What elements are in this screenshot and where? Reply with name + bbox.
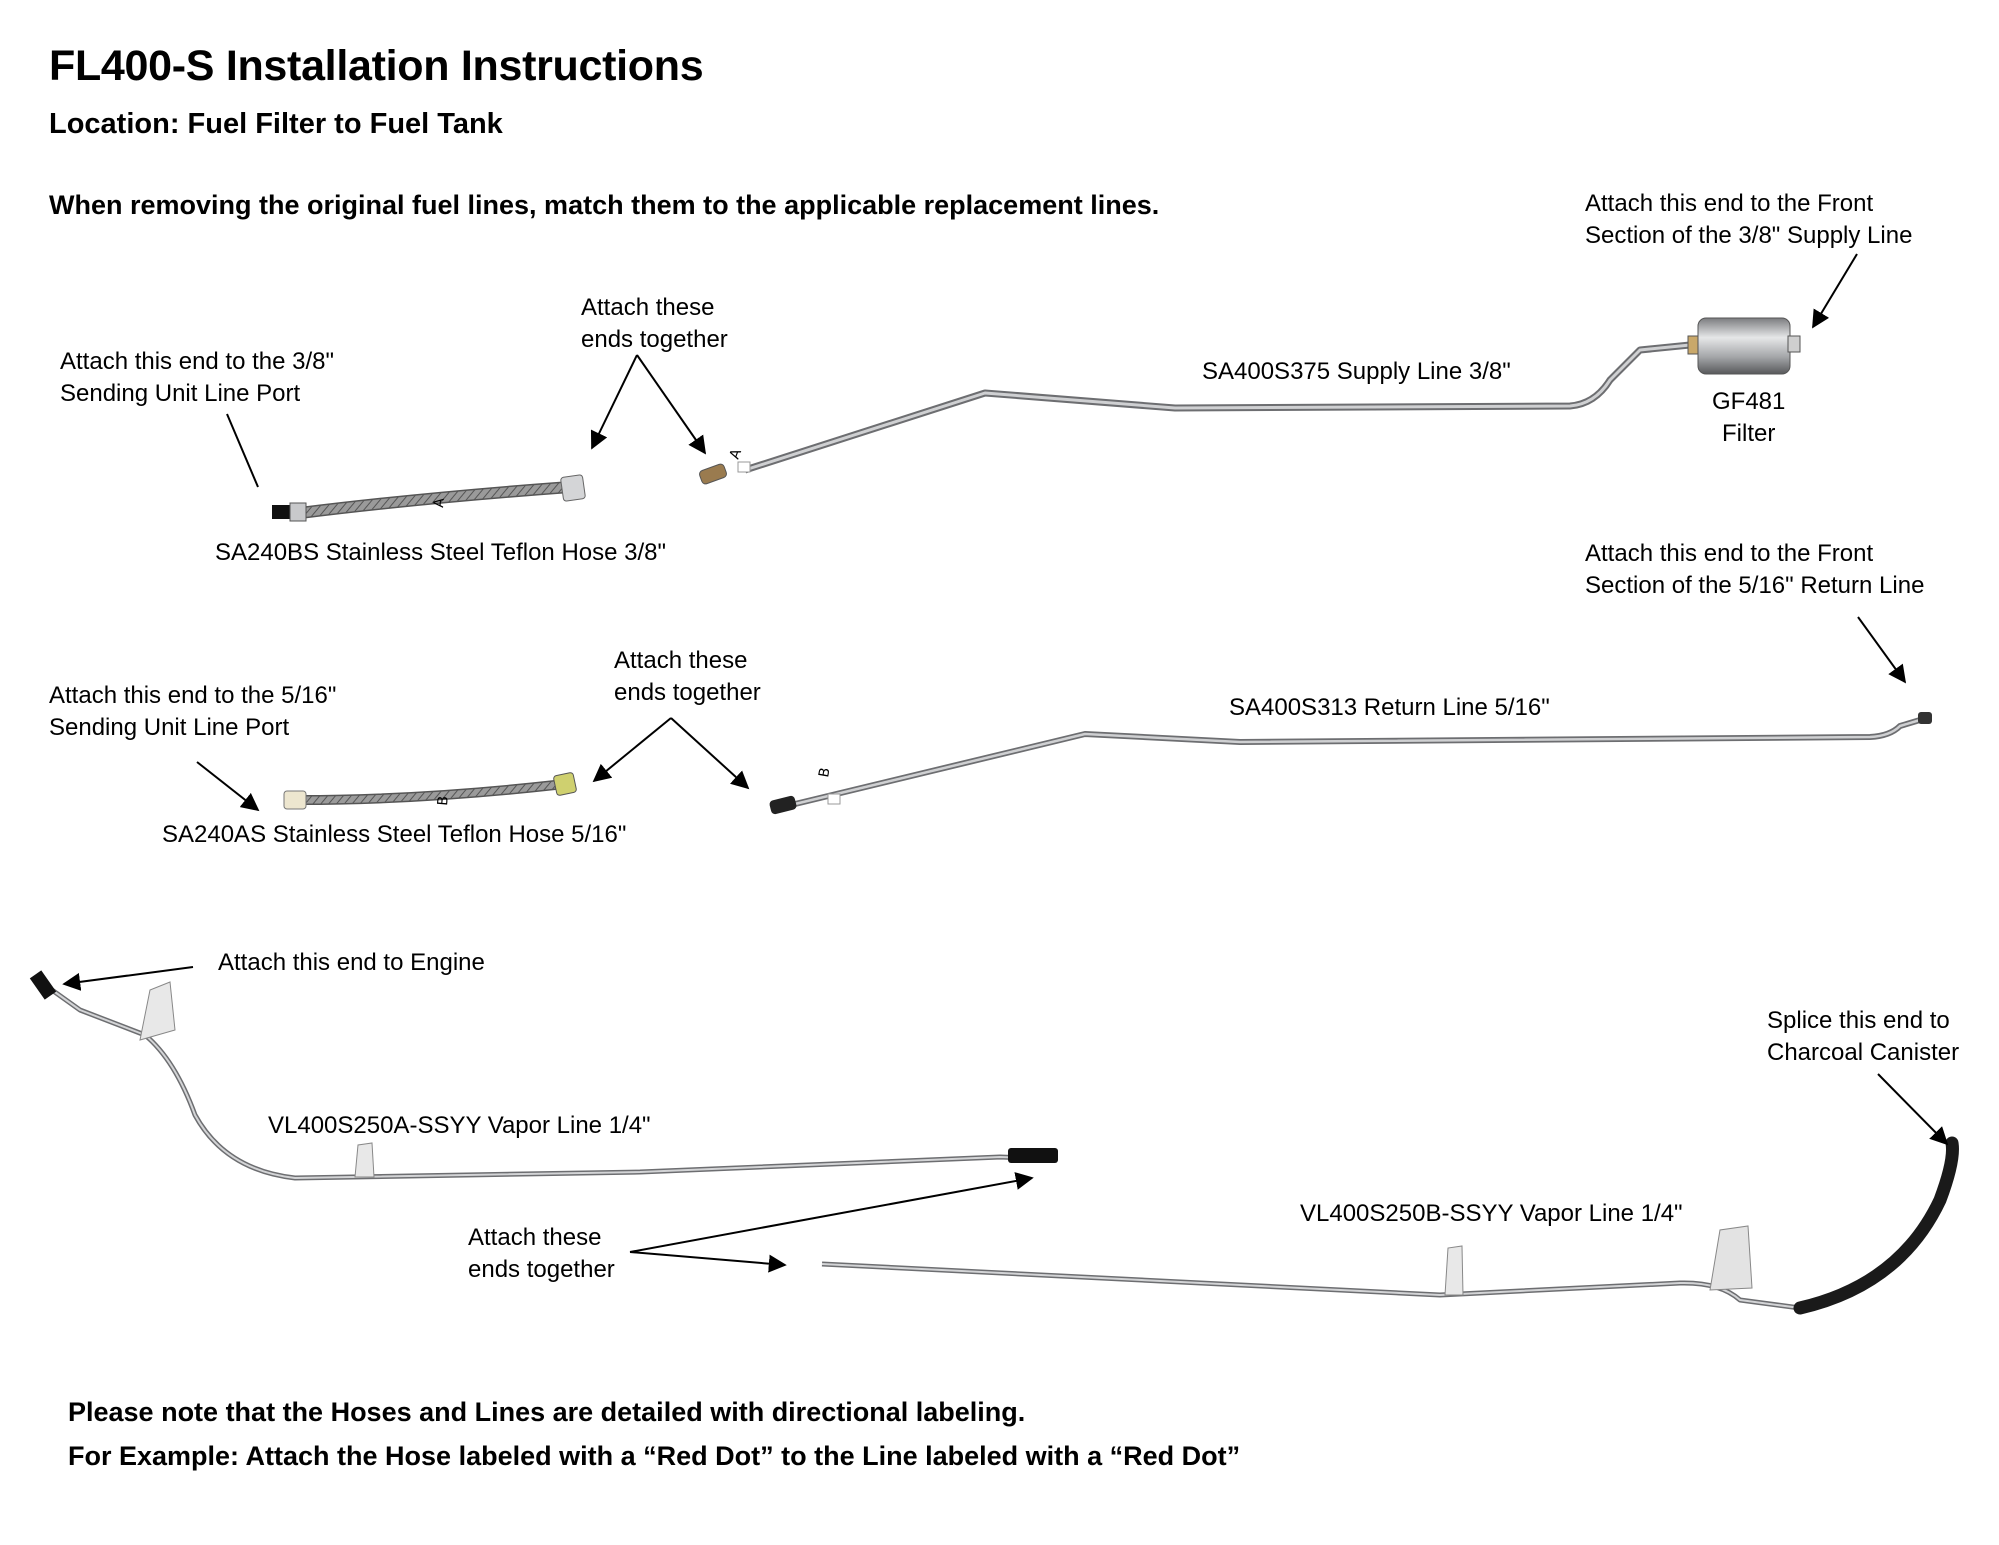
vapor-line-a bbox=[29, 970, 1058, 1181]
supply-hose-mark: A bbox=[431, 497, 448, 508]
hose-fitting-silver bbox=[289, 502, 307, 522]
return-line-tag bbox=[827, 793, 841, 805]
return-hose-fitting-left bbox=[283, 790, 307, 810]
vapor-line-b-label: VL400S250B-SSYY Vapor Line 1/4" bbox=[1300, 1200, 1683, 1227]
return-hose-label: SA240AS Stainless Steel Teflon Hose 5/16… bbox=[162, 821, 627, 848]
return-hose bbox=[283, 772, 577, 810]
supply-front-arrow bbox=[1812, 253, 1858, 329]
return-hose-fitting-right bbox=[553, 772, 577, 796]
vapor-a-clip-top bbox=[139, 981, 176, 1041]
supply-join-note: Attach these ends together bbox=[581, 294, 728, 353]
charcoal-hose bbox=[1793, 1136, 1959, 1315]
vapor-line-b bbox=[821, 1136, 1959, 1315]
location-subtitle: Location: Fuel Filter to Fuel Tank bbox=[49, 108, 503, 140]
return-line-nut bbox=[769, 795, 797, 815]
return-join-arrow-left bbox=[592, 717, 672, 783]
vapor-b-clip-bracket bbox=[1709, 1225, 1753, 1291]
engine-arrow bbox=[62, 966, 194, 991]
return-line-label: SA400S313 Return Line 5/16" bbox=[1229, 694, 1550, 721]
canister-note: Splice this end to Charcoal Canister bbox=[1767, 1007, 1960, 1066]
supply-line-label: SA400S375 Supply Line 3/8" bbox=[1202, 358, 1511, 385]
supply-sending-port-note: Attach this end to the 3/8" Sending Unit… bbox=[60, 348, 335, 407]
canister-arrow bbox=[1877, 1073, 1949, 1146]
supply-line-tag bbox=[737, 461, 751, 473]
supply-line-tube bbox=[699, 341, 1691, 485]
vapor-line-a-label: VL400S250A-SSYY Vapor Line 1/4" bbox=[268, 1112, 651, 1139]
supply-line-mark: A bbox=[727, 446, 745, 461]
return-join-note: Attach these ends together bbox=[614, 647, 761, 706]
filter-label: GF481 Filter bbox=[1712, 388, 1786, 447]
return-front-arrow bbox=[1857, 616, 1907, 684]
return-hose-mark: B bbox=[435, 795, 452, 806]
return-join-arrow-right bbox=[670, 717, 750, 790]
vapor-join-arrow-lower bbox=[629, 1251, 787, 1273]
supply-hose bbox=[272, 474, 586, 522]
supply-front-note: Attach this end to the Front Section of … bbox=[1585, 190, 1913, 249]
supply-port-arrow bbox=[226, 413, 259, 488]
vapor-join-note: Attach these ends together bbox=[468, 1224, 615, 1283]
supply-hose-label: SA240BS Stainless Steel Teflon Hose 3/8" bbox=[215, 539, 667, 566]
fuel-filter bbox=[1687, 317, 1801, 375]
supply-join-arrow-right bbox=[636, 354, 707, 455]
return-line-front-nut bbox=[1918, 712, 1932, 724]
instruction-text: When removing the original fuel lines, m… bbox=[49, 190, 1160, 220]
engine-note: Attach this end to Engine bbox=[218, 949, 485, 976]
return-line-tube bbox=[769, 712, 1932, 815]
vapor-a-clip-mid bbox=[354, 1142, 375, 1178]
vapor-b-clip-mid bbox=[1444, 1245, 1464, 1296]
return-sending-port-note: Attach this end to the 5/16" Sending Uni… bbox=[49, 682, 337, 741]
return-front-note: Attach this end to the Front Section of … bbox=[1585, 540, 1925, 599]
hose-fitting-black bbox=[272, 505, 292, 519]
return-port-arrow bbox=[196, 761, 260, 812]
engine-connector bbox=[29, 970, 57, 1000]
vapor-a-connector bbox=[1008, 1148, 1058, 1163]
page-title: FL400-S Installation Instructions bbox=[49, 42, 704, 90]
vapor-join-arrow-upper bbox=[629, 1172, 1034, 1253]
return-line-mark: B bbox=[816, 766, 833, 778]
supply-join-arrow-left bbox=[590, 354, 638, 450]
footer-note-2: For Example: Attach the Hose labeled wit… bbox=[68, 1441, 1241, 1471]
hose-nut bbox=[560, 474, 586, 502]
footer-note-1: Please note that the Hoses and Lines are… bbox=[68, 1397, 1026, 1427]
supply-line-nut bbox=[699, 463, 727, 485]
